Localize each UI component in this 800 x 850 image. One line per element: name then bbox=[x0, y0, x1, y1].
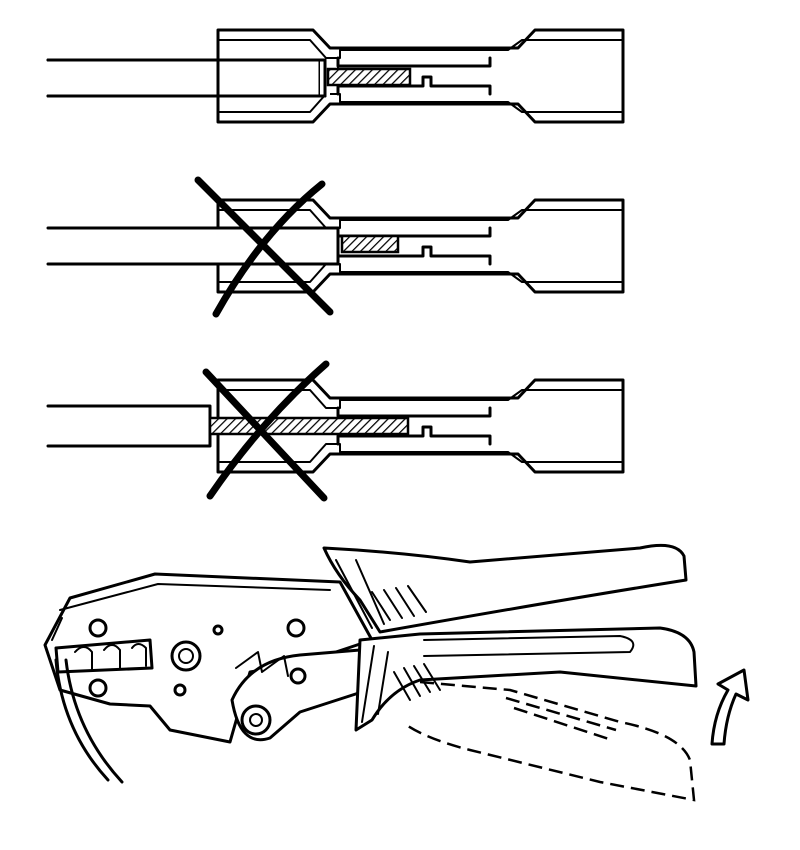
lower-handle bbox=[354, 626, 698, 732]
crimping-pliers bbox=[43, 543, 698, 802]
inserted-wire bbox=[64, 658, 124, 784]
panel-correct-insertion bbox=[216, 28, 625, 124]
cross-mark-icon bbox=[202, 360, 330, 502]
pliers-head bbox=[43, 572, 374, 744]
open-handle-ghost bbox=[407, 680, 696, 802]
butt-connector bbox=[216, 28, 625, 124]
stripped-conductor bbox=[340, 234, 400, 254]
wire-correct bbox=[46, 58, 412, 98]
stripped-conductor bbox=[208, 416, 410, 436]
upper-handle bbox=[322, 543, 688, 634]
wire-short bbox=[46, 226, 400, 266]
cross-mark-icon bbox=[194, 176, 334, 318]
up-arrow-icon bbox=[710, 668, 750, 746]
stripped-conductor bbox=[326, 67, 412, 87]
wire-long bbox=[46, 404, 410, 448]
